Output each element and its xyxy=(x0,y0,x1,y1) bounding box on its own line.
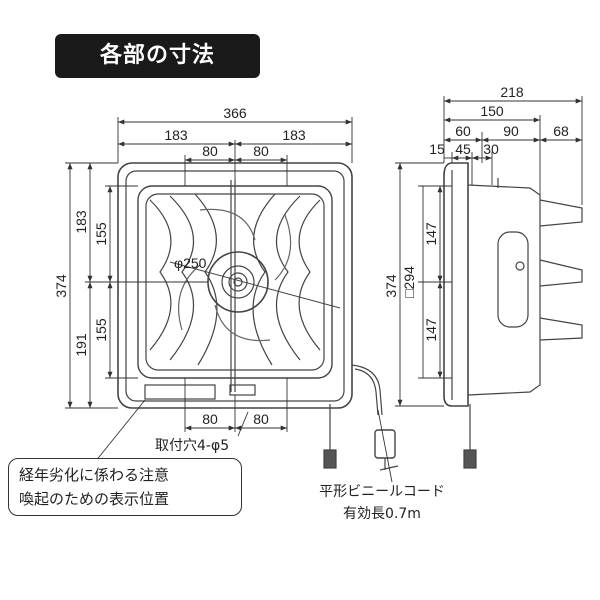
warning-line2: 喚起のための表示位置 xyxy=(19,490,170,508)
side-view xyxy=(443,162,583,469)
dim-depth-30: 30 xyxy=(483,141,499,157)
title-badge: 各部の寸法 xyxy=(55,34,260,78)
dim-top-slot-left: 80 xyxy=(202,143,218,159)
dim-fan-diameter: φ250 xyxy=(174,255,207,271)
cord-label-line2: 有効長0.7m xyxy=(343,506,421,522)
warning-line1: 経年劣化に係わる注意 xyxy=(19,466,170,484)
dim-width-total: 366 xyxy=(223,105,247,121)
cord-label-line1: 平形ビニールコード xyxy=(319,484,445,500)
dim-upper-part: 183 xyxy=(73,210,89,234)
dim-upper-147: 147 xyxy=(423,222,439,246)
page-title: 各部の寸法 xyxy=(99,43,215,68)
dim-half-left: 183 xyxy=(164,127,188,143)
dim-half-right: 183 xyxy=(282,127,306,143)
warning-label-area xyxy=(144,384,216,400)
dim-lower-147: 147 xyxy=(423,318,439,342)
dim-depth-68: 68 xyxy=(553,123,569,139)
dim-depth-15: 15 xyxy=(429,141,445,157)
dim-depth-45: 45 xyxy=(455,141,471,157)
dim-lower-part: 191 xyxy=(73,333,89,357)
dim-depth-150: 150 xyxy=(480,103,504,119)
dim-side-height-total: 374 xyxy=(383,274,399,298)
side-front-panel xyxy=(443,162,469,407)
dim-lower-inner: 155 xyxy=(93,318,109,342)
mounting-holes-label: 取付穴4-φ5 xyxy=(155,438,229,454)
dim-top-slot-right: 80 xyxy=(253,143,269,159)
dim-depth-60: 60 xyxy=(455,123,471,139)
dim-upper-inner: 155 xyxy=(93,222,109,246)
dim-depth-90: 90 xyxy=(503,123,519,139)
warning-position-box: 経年劣化に係わる注意 喚起のための表示位置 xyxy=(8,458,242,516)
dim-height-total: 374 xyxy=(53,274,69,298)
motor-block xyxy=(497,231,529,328)
dim-bottom-slot-left: 80 xyxy=(202,411,218,427)
dim-opening-size: □294 xyxy=(401,266,417,298)
dim-depth-total: 218 xyxy=(500,84,524,100)
dim-bottom-slot-right: 80 xyxy=(253,411,269,427)
